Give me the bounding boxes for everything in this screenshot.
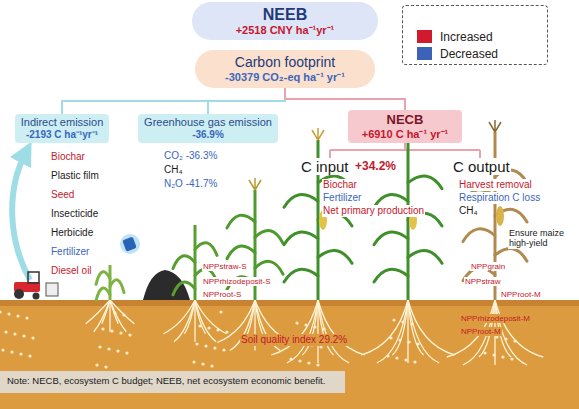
gas-item: CO₂ -36.3% <box>163 150 218 162</box>
legend-row: Increased <box>417 28 547 45</box>
input-item: Net primary production <box>322 205 425 217</box>
node-heading: NECB <box>362 112 449 128</box>
bracket-connector <box>62 88 285 114</box>
output-item: Harvest removal <box>458 179 533 191</box>
summary-pill: NEEB+2518 CNY ha⁻¹yr⁻¹ <box>192 2 379 40</box>
gas-item: CH₄ <box>163 164 184 176</box>
footnote: Note: NECB, ecosystem C budget; NEEB, ne… <box>6 376 326 387</box>
legend-text: Increased <box>440 30 493 44</box>
legend-swatch <box>417 30 432 43</box>
input-item: Insecticide <box>50 208 99 220</box>
bracket-connector <box>285 88 405 110</box>
npp-label: NPProot-M <box>460 327 502 336</box>
npp-label: NPPrhizodeposit-S <box>202 277 272 286</box>
npp-label: NPPstraw-S <box>202 262 248 271</box>
npp-label: NPPgrain <box>470 262 506 271</box>
change-value: +34.2% <box>354 160 397 174</box>
legend-box: IncreasedDecreased <box>402 5 548 65</box>
bracket-connector <box>208 88 285 114</box>
gas-item: N₂O -41.7% <box>163 178 218 190</box>
input-item: Seed <box>50 189 75 201</box>
npp-label: NPProot-S <box>202 290 242 299</box>
npp-label: NPProot-M <box>500 290 542 299</box>
input-item: Fertilizer <box>322 192 362 204</box>
node-value: -36.9% <box>144 129 272 141</box>
node-heading: Greenhouse gas emission <box>144 116 272 129</box>
npp-label: NPPstraw <box>464 277 502 286</box>
input-item: Biochar <box>50 151 86 163</box>
legend-swatch <box>417 47 432 60</box>
output-item: Respiration C loss <box>458 192 541 204</box>
section-heading: C input <box>300 158 350 175</box>
node-value: -2193 C ha⁻¹yr⁻¹ <box>21 129 104 141</box>
summary-pill: Carbon footprint-30379 CO₂-eq ha⁻¹ yr⁻¹ <box>195 50 375 88</box>
node-heading: NEEB <box>236 5 335 24</box>
node-value: +2518 CNY ha⁻¹yr⁻¹ <box>236 24 335 37</box>
output-item: CH₄ <box>458 205 479 217</box>
input-item: Biochar <box>322 179 358 191</box>
node-heading: Carbon footprint <box>225 54 345 71</box>
node-value: -30379 CO₂-eq ha⁻¹ yr⁻¹ <box>225 71 345 84</box>
node-value: +6910 C ha⁻¹ yr⁻¹ <box>362 128 449 141</box>
section-heading: C output <box>452 158 511 175</box>
category-box: NECB+6910 C ha⁻¹ yr⁻¹ <box>348 110 463 143</box>
soil-index-label: Soil quality index 29.2% <box>240 334 348 346</box>
legend-text: Decreased <box>440 47 498 61</box>
input-item: Diesel oil <box>50 265 93 277</box>
category-box: Indirect emission-2193 C ha⁻¹yr⁻¹ <box>15 114 110 143</box>
note-text: Ensure maize high-yield <box>508 228 576 249</box>
legend-row: Decreased <box>417 45 547 62</box>
node-heading: Indirect emission <box>21 116 104 129</box>
npp-label: NPPrhizodeposit-M <box>460 314 531 323</box>
category-box: Greenhouse gas emission-36.9% <box>138 114 278 143</box>
input-item: Plastic film <box>50 170 100 182</box>
input-item: Herbicide <box>50 227 94 239</box>
input-item: Fertilizer <box>50 246 90 258</box>
